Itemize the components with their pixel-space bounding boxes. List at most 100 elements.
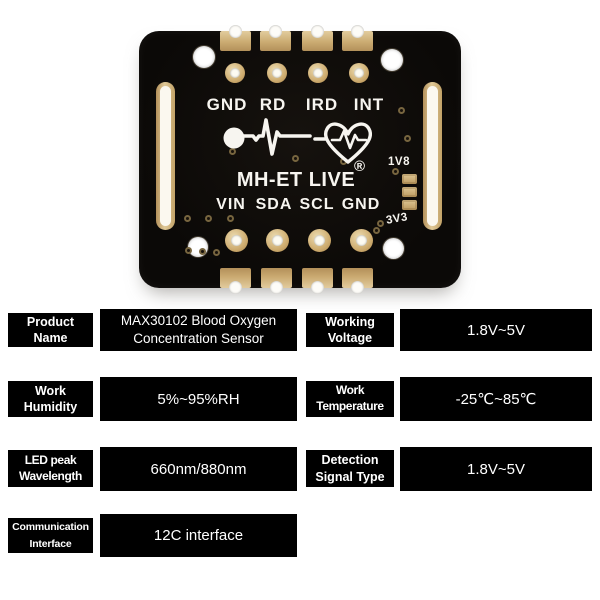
spec-label-line: Wavelength (19, 468, 82, 483)
jumper-label-1v8: 1V8 (388, 156, 410, 168)
heart-pulse-line (330, 129, 368, 150)
spec-label-work-humidity: Work Humidity (8, 381, 93, 417)
via (199, 248, 206, 255)
via (373, 227, 380, 234)
spec-label-led-peak-wavelength: LED peak Wavelength (8, 450, 93, 487)
hole-bore (271, 234, 284, 247)
spec-label-line: Working (325, 314, 375, 329)
jumper-label-3v3: 3V3 (385, 211, 409, 227)
castellated-pad (220, 25, 251, 51)
through-hole-pad (308, 63, 328, 83)
spec-value-text: 5%~95%RH (157, 390, 240, 408)
edge-slot (423, 82, 442, 230)
spec-value-product-name: MAX30102 Blood Oxygen Concentration Sens… (100, 309, 297, 351)
sensor-board-photo: GND RD IRD INT MH-ET LIVE ® VIN SDA SCL … (139, 25, 461, 294)
pin-label-gnd-bottom: GND (341, 196, 381, 213)
spec-label-working-voltage: Working Voltage (306, 313, 394, 347)
castellated-pad (261, 268, 292, 294)
heartbeat-ecg-icon (223, 118, 372, 164)
castellation-notch (229, 281, 242, 294)
castellation-notch (351, 25, 364, 38)
via (205, 215, 212, 222)
hole-bore (230, 234, 243, 247)
pin-label-sda: SDA (255, 196, 293, 213)
through-hole-pad (225, 63, 245, 83)
spec-label-line: Name (33, 331, 68, 345)
pin-label-scl: SCL (299, 196, 335, 213)
hole-bore (354, 68, 364, 78)
spec-label-line: Communication (12, 521, 89, 534)
pin-label-ird: IRD (305, 95, 339, 114)
mounting-hole (188, 237, 208, 257)
spec-value-text: MAX30102 Blood Oxygen Concentration Sens… (120, 312, 277, 346)
castellation-notch (311, 281, 324, 294)
registered-trademark-mark: ® (354, 158, 366, 175)
jumper-pad (402, 187, 417, 197)
spec-label-line: Signal Type (315, 469, 385, 484)
spec-value-text: -25℃~85℃ (455, 391, 537, 408)
via (184, 215, 191, 222)
pin-label-rd: RD (259, 95, 287, 114)
castellation-notch (229, 25, 242, 38)
mounting-hole (383, 238, 404, 259)
spec-value-detection-signal-type: 1.8V~5V (400, 447, 592, 491)
through-hole-pad (349, 63, 369, 83)
brand-text: MH-ET LIVE (236, 169, 356, 191)
castellation-notch (311, 25, 324, 38)
spec-label-line: Temperature (316, 399, 384, 413)
spec-value-led-peak-wavelength: 660nm/880nm (100, 447, 297, 491)
spec-label-line: Interface (29, 537, 72, 550)
castellated-pad (302, 268, 333, 294)
pin-label-vin: VIN (216, 196, 246, 213)
heart-outline-icon (323, 122, 372, 164)
pin-label-int: INT (353, 95, 385, 114)
castellated-pad (220, 268, 251, 294)
castellated-pad (302, 25, 333, 51)
spec-label-line: Voltage (327, 331, 373, 345)
hole-bore (230, 68, 240, 78)
through-hole-pad (308, 229, 331, 252)
hole-bore (355, 234, 368, 247)
hole-bore (272, 68, 282, 78)
castellation-notch (270, 281, 283, 294)
castellated-pad (260, 25, 291, 51)
spec-label-line: Detection (321, 453, 379, 468)
spec-label-line: Humidity (23, 400, 78, 414)
spec-value-working-voltage: 1.8V~5V (400, 309, 592, 351)
spec-label-line: Work (34, 383, 67, 398)
via (227, 215, 234, 222)
jumper-pad (402, 174, 417, 184)
through-hole-pad (267, 63, 287, 83)
through-hole-pad (225, 229, 248, 252)
spec-value-communication-interface: 12C interface (100, 514, 297, 557)
spec-value-work-temperature: -25℃~85℃ (400, 377, 592, 421)
spec-label-line: LED peak (24, 452, 77, 467)
castellation-notch (269, 25, 282, 38)
edge-slot (156, 82, 175, 230)
mounting-hole (193, 46, 215, 68)
through-hole-pad (350, 229, 373, 252)
edge-slot-opening (160, 86, 171, 226)
jumper-pad (402, 200, 417, 210)
edge-slot-opening (427, 86, 438, 226)
via (213, 249, 220, 256)
via (292, 155, 299, 162)
spec-label-detection-signal-type: Detection Signal Type (306, 450, 394, 487)
spec-label-line: Product (26, 314, 75, 329)
spec-label-work-temperature: Work Temperature (306, 381, 394, 417)
castellated-pad (342, 268, 373, 294)
via (404, 135, 411, 142)
via (398, 107, 405, 114)
via (377, 220, 384, 227)
spec-value-work-humidity: 5%~95%RH (100, 377, 297, 421)
hole-bore (313, 68, 323, 78)
via (229, 148, 236, 155)
via (392, 168, 399, 175)
spec-value-text: 660nm/880nm (150, 460, 247, 478)
pin-label-gnd-top: GND (206, 95, 248, 114)
mounting-hole (381, 49, 403, 71)
spec-value-text: 1.8V~5V (467, 460, 525, 478)
castellated-pad (342, 25, 373, 51)
ecg-waveform (242, 118, 312, 156)
